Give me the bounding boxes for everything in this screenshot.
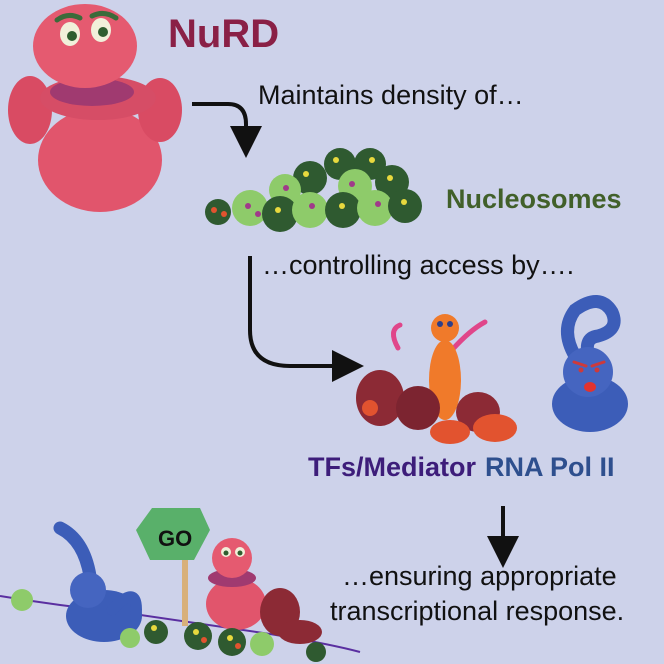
nucleosome-icon	[120, 620, 326, 662]
nurd-title: NuRD	[168, 12, 280, 56]
rna-pol-icon	[552, 295, 628, 432]
go-sign-icon: GO	[136, 508, 210, 626]
step-ensuring-text-line2: transcriptional response.	[330, 596, 625, 626]
tfs-mediator-label: TFs/Mediator	[308, 452, 477, 482]
rna-pol-label: RNA Pol II	[485, 452, 615, 482]
nurd-figure-icon	[206, 538, 322, 644]
tf-mediator-icon	[356, 314, 517, 444]
curved-arrow-icon	[248, 256, 364, 382]
bottom-scene	[0, 521, 361, 653]
step-maintains-text: Maintains density of…	[258, 80, 524, 110]
nurd-figure-icon	[8, 4, 182, 212]
curved-arrow-icon	[192, 102, 262, 158]
nucleosome-icon	[205, 148, 422, 232]
step-ensuring-text-line1: …ensuring appropriate	[342, 561, 617, 591]
step-controlling-text: …controlling access by….	[262, 250, 575, 280]
nucleosomes-label: Nucleosomes	[446, 184, 622, 214]
go-sign-text: GO	[158, 526, 192, 551]
